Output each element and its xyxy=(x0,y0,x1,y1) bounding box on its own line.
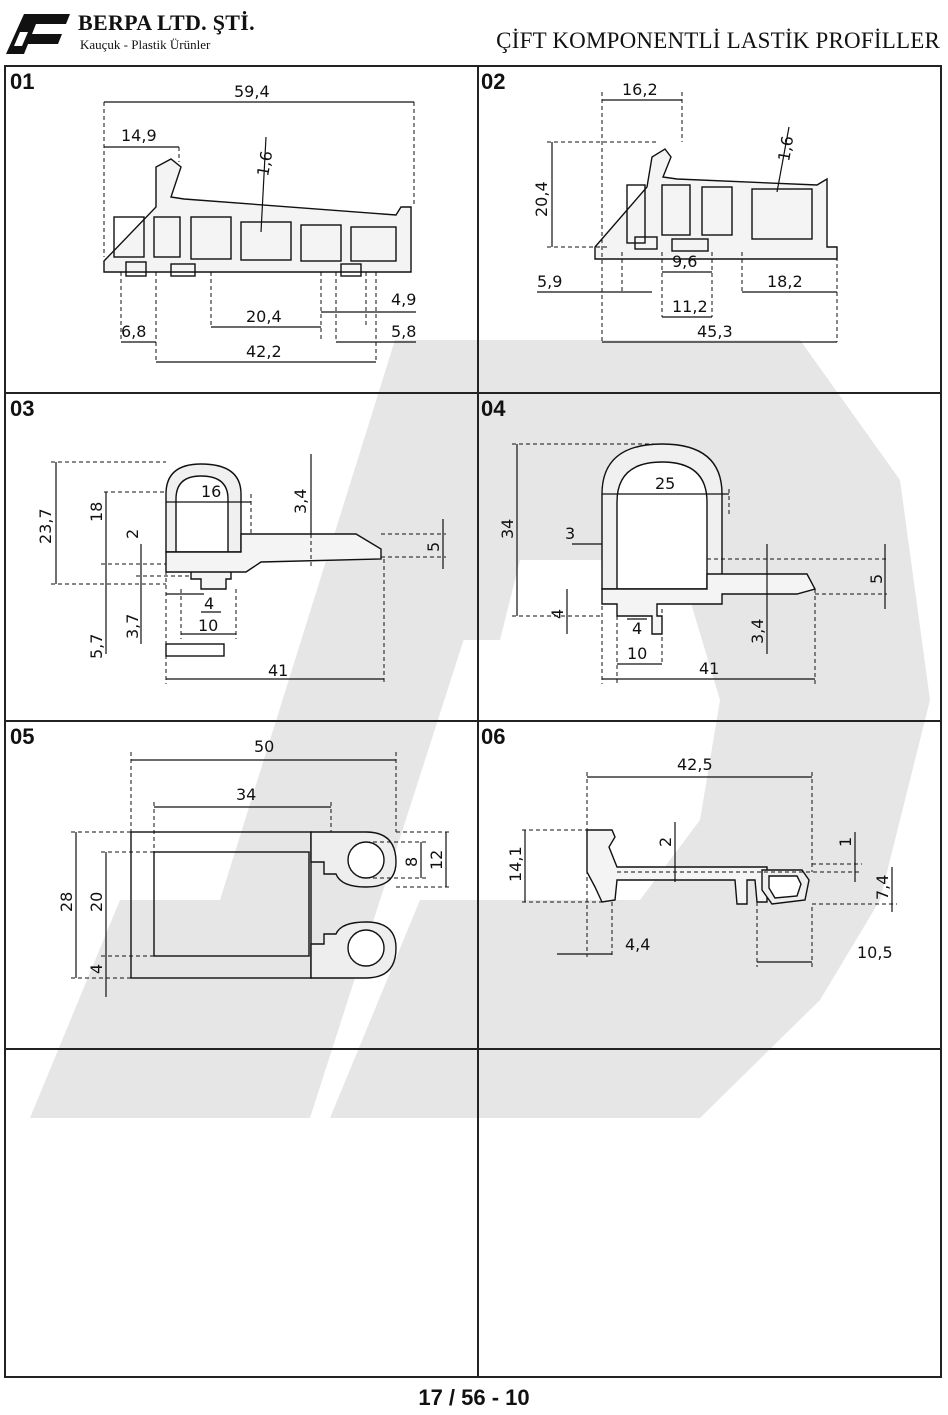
dim-wall-thickness: 1,6 xyxy=(253,149,276,177)
dim-tube-height: 7,4 xyxy=(873,875,892,900)
dim-channel-width: 9,6 xyxy=(672,252,697,271)
dim-right-offset: 4,9 xyxy=(391,290,416,309)
dim-lip-width: 16,2 xyxy=(622,80,658,99)
dim-overall-width: 41 xyxy=(699,659,719,678)
dim-wall: 3 xyxy=(565,524,575,543)
dim-inner-height: 20 xyxy=(87,892,106,912)
dim-tube-offset: 1 xyxy=(836,837,855,847)
profile-number: 05 xyxy=(10,724,35,749)
dim-inner-width: 34 xyxy=(236,785,256,804)
empty-cell-left xyxy=(6,1050,477,1376)
dim-overall-height: 34 xyxy=(498,519,517,539)
company-tagline: Kauçuk - Plastik Ürünler xyxy=(80,37,211,52)
grid-divider-row3 xyxy=(6,1048,940,1050)
empty-cell-right xyxy=(477,1050,942,1376)
dim-overall-width: 41 xyxy=(268,661,288,680)
profile-drawing-01: 59,4 14,9 1,6 4,9 20,4 6,8 5,8 42,2 xyxy=(103,82,416,363)
profile-number: 04 xyxy=(481,396,506,421)
profile-cell-04: 04 xyxy=(477,394,942,720)
dim-wall: 4 xyxy=(87,964,106,974)
profile-number: 01 xyxy=(10,69,35,94)
profile-drawing-02: 16,2 1,6 20,4 5,9 9,6 18,2 11,2 45,3 xyxy=(532,80,838,343)
profile-number: 06 xyxy=(481,724,506,749)
dim-stem-width: 4 xyxy=(632,619,642,638)
dim-bore-diameter: 8 xyxy=(402,857,421,867)
page-code: 17 / 56 - 10 xyxy=(418,1385,530,1410)
dim-top-gap: 3,4 xyxy=(291,489,310,514)
dim-overall-height: 14,1 xyxy=(506,846,525,882)
profile-drawing-05: 50 34 28 20 8 12 4 xyxy=(57,737,451,997)
dim-channel-span: 11,2 xyxy=(672,297,708,316)
dim-overall-height: 23,7 xyxy=(36,508,55,544)
dim-wall: 2 xyxy=(123,529,142,539)
dim-left-offset: 5,9 xyxy=(537,272,562,291)
dim-step: 3,4 xyxy=(748,619,767,644)
dim-bulb-width: 25 xyxy=(655,474,675,493)
profile-drawing-03: 16 3,4 23,7 18 2 5 4 5,7 3,7 10 41 xyxy=(36,454,446,684)
dim-mid-span: 20,4 xyxy=(246,307,282,326)
dim-right-span: 18,2 xyxy=(767,272,803,291)
dim-stem-height: 3,7 xyxy=(123,614,142,639)
dim-overall-width: 59,4 xyxy=(234,82,270,101)
profile-drawing-06: 42,5 14,1 2 1 7,4 4,4 10,5 xyxy=(506,755,897,967)
berpa-logo xyxy=(6,14,72,54)
dim-left-foot: 6,8 xyxy=(121,322,146,341)
profile-cell-06: 06 xyxy=(477,722,942,1048)
profile-cell-05: 05 xyxy=(6,722,477,1048)
dim-lip-width: 14,9 xyxy=(121,126,157,145)
profile-drawing-04: 25 34 3 5 4 4 3,4 10 41 xyxy=(498,443,887,684)
dim-bottom-span: 42,2 xyxy=(246,342,282,361)
dim-bulb-width: 16 xyxy=(201,482,221,501)
dim-base-height: 4 xyxy=(548,609,567,619)
document-title: ÇİFT KOMPONENTLİ LASTİK PROFİLLER xyxy=(496,28,940,53)
profile-number: 02 xyxy=(481,69,506,94)
dim-overall-height: 20,4 xyxy=(532,181,551,217)
profile-cell-01: 01 xyxy=(6,67,477,392)
dim-foot-width: 10 xyxy=(198,616,218,635)
dim-overall-width: 42,5 xyxy=(677,755,713,774)
profile-grid: 01 xyxy=(4,65,942,1378)
dim-bulb-diameter: 12 xyxy=(427,850,446,870)
company-name: BERPA LTD. ŞTİ. xyxy=(78,10,255,35)
profile-number: 03 xyxy=(10,396,35,421)
grid-divider-row1 xyxy=(6,392,940,394)
dim-wall-thickness: 1,6 xyxy=(774,134,797,162)
dim-foot-width: 10 xyxy=(627,644,647,663)
dim-overall-height: 28 xyxy=(57,892,76,912)
dim-lip-height: 5 xyxy=(424,542,443,552)
dim-tube-width: 10,5 xyxy=(857,943,893,962)
page-header: BERPA LTD. ŞTİ. Kauçuk - Plastik Ürünler… xyxy=(0,0,948,64)
dim-stem-width: 4 xyxy=(204,594,214,613)
dim-flange-width: 4,4 xyxy=(625,935,650,954)
profile-cell-03: 03 xyxy=(6,394,477,720)
dim-overall-width: 45,3 xyxy=(697,322,733,341)
dim-overall-width: 50 xyxy=(254,737,274,756)
dim-base-height: 5,7 xyxy=(87,634,106,659)
grid-divider-row2 xyxy=(6,720,940,722)
dim-web-thickness: 2 xyxy=(656,837,675,847)
profile-cell-02: 02 xyxy=(477,67,942,392)
dim-right-foot: 5,8 xyxy=(391,322,416,341)
dim-lip-height: 5 xyxy=(867,574,886,584)
dim-bulb-height: 18 xyxy=(87,502,106,522)
